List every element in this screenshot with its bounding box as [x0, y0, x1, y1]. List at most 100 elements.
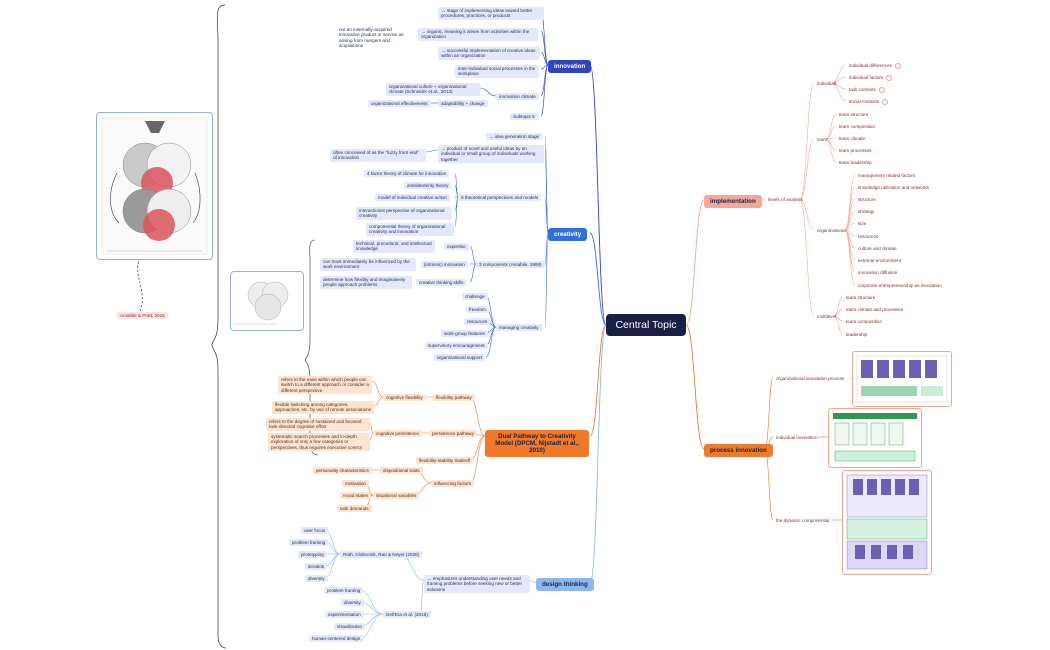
process-item[interactable]: the dynamic componential: [776, 518, 830, 523]
innov-node[interactable]: → stage of implementing ideas toward bet…: [438, 7, 544, 20]
org-item[interactable]: external environment: [858, 258, 901, 263]
dpcm-node[interactable]: dispositional traits: [380, 467, 423, 475]
creativity-node[interactable]: ambidexterity theory: [404, 182, 452, 190]
process-item[interactable]: organizational innovation process: [776, 376, 845, 381]
dpcm-node[interactable]: influencing factors: [431, 480, 475, 488]
individual-item[interactable]: task contexts: [846, 86, 888, 94]
multi-item[interactable]: team structure: [846, 295, 876, 300]
creativity-node[interactable]: (intrinsic) motivation: [421, 261, 468, 269]
creativity-node[interactable]: expertise: [444, 243, 469, 251]
dpcm-node[interactable]: persistence pathway: [429, 430, 477, 438]
process-innovation-branch[interactable]: process innovation: [704, 444, 773, 457]
creativity-node[interactable]: resources: [464, 318, 491, 326]
individual-item[interactable]: individual factors: [846, 74, 895, 82]
org-item[interactable]: strategy: [858, 209, 875, 214]
dpcm-node[interactable]: cognitive flexibility: [383, 394, 426, 402]
level-team[interactable]: team: [817, 137, 828, 142]
dpcm-node[interactable]: flexible switching among categories, app…: [272, 401, 374, 414]
creativity-node[interactable]: → product of novel and useful ideas by a…: [438, 145, 544, 164]
team-item[interactable]: team climate: [839, 136, 866, 141]
design-node[interactable]: Roth, Globocnik, Rau & Neyer (2020): [340, 551, 423, 559]
dpcm-node[interactable]: refers to the ease within which people c…: [278, 376, 372, 395]
team-item[interactable]: team structure: [839, 112, 869, 117]
innov-node[interactable]: → successful implementation of creative …: [438, 47, 540, 60]
dpcm-branch[interactable]: Dual Pathway to Creativity Model (DPCM, …: [485, 430, 589, 457]
design-node[interactable]: human-centered design: [309, 635, 364, 643]
org-item[interactable]: size: [858, 221, 867, 226]
dpcm-node[interactable]: personality characteristics: [313, 467, 372, 475]
org-item[interactable]: structure: [858, 197, 876, 202]
innov-node[interactable]: → organic, meaning it arises from activi…: [418, 28, 538, 41]
creativity-node[interactable]: determine how flexibly and imaginatively…: [320, 276, 412, 289]
creativity-node[interactable]: work-group features: [441, 330, 488, 338]
innovation-branch[interactable]: innovation: [548, 60, 592, 73]
creativity-node[interactable]: model of individual creative action: [375, 194, 450, 202]
creativity-node[interactable]: technical, procedural, and intellectual …: [353, 240, 435, 253]
org-item[interactable]: culture and climate: [858, 246, 897, 251]
dpcm-node[interactable]: situational variables: [373, 492, 420, 500]
creativity-node[interactable]: creative thinking skills: [416, 279, 467, 287]
design-thinking-branch[interactable]: design thinking: [536, 578, 594, 591]
process-item[interactable]: individual innovation: [776, 435, 818, 440]
multi-item[interactable]: team composition: [846, 319, 883, 324]
dpcm-node[interactable]: refers to the degree of sustained and fo…: [266, 418, 370, 431]
innov-node[interactable]: organizational culture + organizational …: [386, 83, 480, 96]
individual-item[interactable]: individual differences: [846, 62, 904, 70]
creativity-node[interactable]: → idea generation stage: [486, 133, 543, 141]
creativity-node[interactable]: componential theory of organizational cr…: [366, 223, 454, 236]
innov-node[interactable]: innovation climate: [496, 93, 539, 101]
org-item[interactable]: innovation diffusion: [858, 270, 898, 275]
creativity-branch[interactable]: creativity: [548, 228, 588, 241]
design-node[interactable]: diversity: [341, 599, 364, 607]
design-node[interactable]: problem framing: [324, 587, 364, 595]
design-node[interactable]: iteration: [305, 563, 328, 571]
dpcm-node[interactable]: cognitive persistence: [373, 430, 422, 438]
innov-node[interactable]: Subtopic 5: [510, 113, 538, 121]
innov-node[interactable]: not an externally-acquired innovative pr…: [339, 27, 404, 49]
team-item[interactable]: team processes: [839, 148, 872, 153]
creativity-node[interactable]: challenge: [462, 293, 488, 301]
design-node[interactable]: Dell'Era et al. (2018): [383, 611, 431, 619]
creativity-node[interactable]: 3 components (Amabile, 1998): [476, 261, 545, 269]
creativity-node[interactable]: freedom: [466, 306, 489, 314]
team-item[interactable]: team composition: [839, 124, 876, 129]
dpcm-node[interactable]: motivation: [342, 480, 369, 488]
org-item[interactable]: resources: [858, 234, 879, 239]
creativity-node[interactable]: interactionist perspective of organizati…: [356, 207, 452, 220]
dpcm-node[interactable]: flexibility-stability tradeoff: [416, 457, 473, 465]
creativity-node[interactable]: organizational support: [434, 354, 486, 362]
multi-item[interactable]: leadership: [846, 332, 868, 337]
design-node[interactable]: diversity: [305, 575, 328, 583]
levels-of-analysis[interactable]: levels of analysis: [768, 197, 803, 202]
level-organizational[interactable]: organizational: [817, 228, 846, 233]
dpcm-node[interactable]: mood states: [340, 492, 372, 500]
creativity-node[interactable]: supervisory encouragement: [425, 342, 488, 350]
org-item[interactable]: corporate entrepreneurship as innovation: [858, 283, 942, 288]
design-node[interactable]: user focus: [301, 527, 329, 535]
innov-node[interactable]: adaptability + change: [438, 100, 488, 108]
creativity-node[interactable]: 4 factor theory of climate for innovatio…: [364, 170, 450, 178]
org-item[interactable]: knowledge utilization and networks: [858, 185, 929, 190]
design-node[interactable]: prototyping: [298, 551, 327, 559]
level-individual[interactable]: individual: [817, 81, 837, 86]
dpcm-node[interactable]: systematic search processes and in-depth…: [268, 433, 370, 452]
team-item[interactable]: team leadership: [839, 160, 872, 165]
dpcm-node[interactable]: task demands: [337, 505, 372, 513]
central-topic[interactable]: Central Topic: [606, 314, 686, 336]
creativity-node[interactable]: 6 theoretical perspectives and models: [458, 194, 542, 202]
implementation-branch[interactable]: implementation: [704, 195, 762, 208]
level-multilevel[interactable]: multilevel: [817, 314, 837, 319]
dpcm-node[interactable]: flexibility pathway: [433, 394, 475, 402]
innov-node[interactable]: organizational effectiveness: [368, 100, 431, 108]
design-node[interactable]: → emphasizes understanding user needs an…: [424, 575, 530, 594]
creativity-node[interactable]: managing creativity: [496, 324, 542, 332]
innov-node[interactable]: inter-individual social processes in the…: [455, 65, 539, 78]
multi-item[interactable]: team climate and processes: [846, 307, 904, 312]
individual-item[interactable]: social contexts: [846, 98, 891, 106]
design-node[interactable]: experimentation: [325, 611, 364, 619]
design-node[interactable]: problem framing: [289, 539, 329, 547]
creativity-node[interactable]: can most immediately be influenced by th…: [320, 258, 416, 271]
design-node[interactable]: visualization: [334, 623, 366, 631]
creativity-node[interactable]: often conceived of as the "fuzzy front e…: [330, 149, 426, 162]
org-item[interactable]: management related factors: [858, 173, 916, 178]
